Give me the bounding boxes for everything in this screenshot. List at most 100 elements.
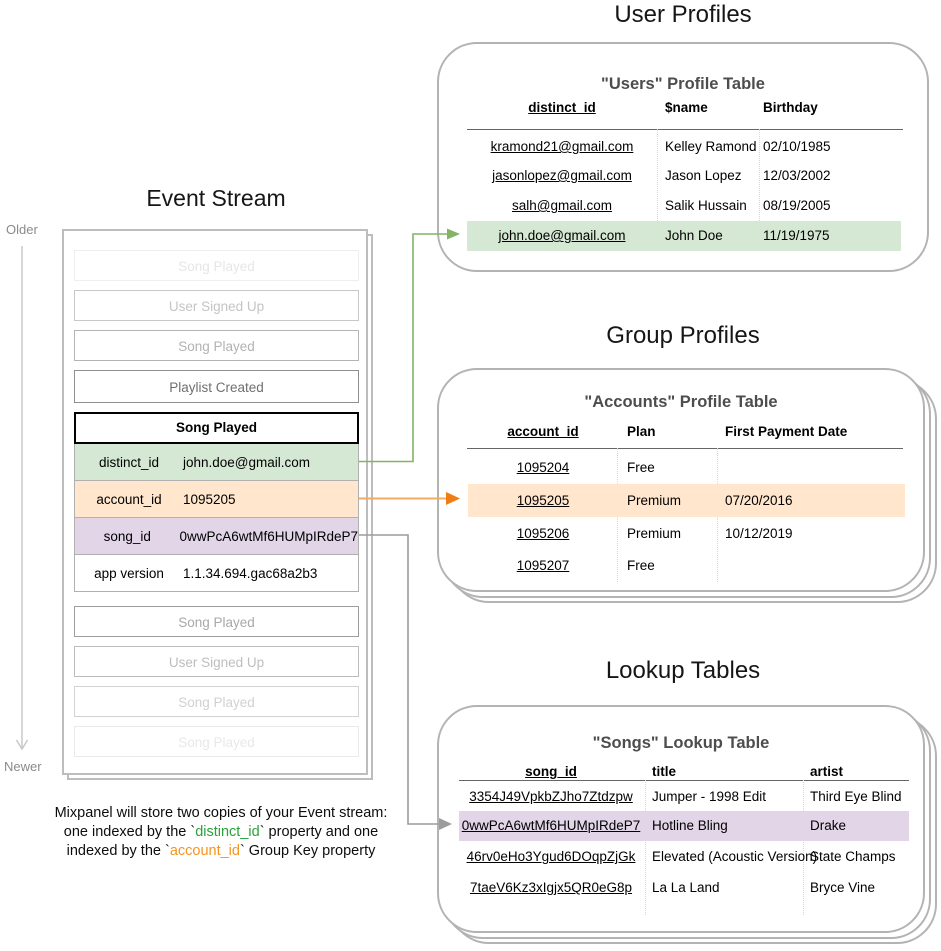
header-rule xyxy=(459,780,909,781)
cell-distinct-id: john.doe@gmail.com xyxy=(498,228,626,243)
timeline-arrowhead-icon xyxy=(15,739,29,751)
cell-song-title: Jumper - 1998 Edit xyxy=(652,789,767,804)
cell-account-id: 1095206 xyxy=(516,526,570,541)
cell-plan: Premium xyxy=(627,493,682,508)
property-key: app version xyxy=(94,565,164,581)
highlighted-row-background xyxy=(468,484,905,517)
cell-birthday: 11/19/1975 xyxy=(763,228,830,243)
table-row: kramond21@gmail.com Kelley Ramond 02/10/… xyxy=(439,132,927,161)
table-row-highlighted: 1095205 Premium 07/20/2016 xyxy=(439,484,923,517)
cell-name: John Doe xyxy=(665,228,723,243)
highlighted-row-background xyxy=(459,811,909,841)
property-value: 1095205 xyxy=(183,491,236,507)
event-item-faded: Song Played xyxy=(74,726,359,757)
event-item-faded: Song Played xyxy=(74,250,359,281)
cell-artist: Bryce Vine xyxy=(810,880,876,895)
event-stream-container: Song Played User Signed Up Song Played P… xyxy=(62,229,368,775)
caption-text: one indexed by the ` xyxy=(63,824,196,840)
caption-text: ` Group Key property xyxy=(239,843,376,859)
event-item-faded: Song Played xyxy=(74,330,359,361)
property-key: account_id xyxy=(96,491,162,507)
column-separator xyxy=(803,780,804,915)
group-profiles-card: "Accounts" Profile Table account_id Plan… xyxy=(437,368,925,592)
caption-account-id: account_id xyxy=(169,843,240,859)
column-header-account-id: account_id xyxy=(507,424,579,439)
column-header-name: $name xyxy=(665,100,708,115)
table-row: 3354J49VpkbZJho7Ztdzpw Jumper - 1998 Edi… xyxy=(439,782,923,811)
caption-text: indexed by the ` xyxy=(66,843,170,859)
table-row-highlighted: john.doe@gmail.com John Doe 11/19/1975 xyxy=(439,221,927,251)
cell-song-id: 7taeV6Kz3xIgjx5QR0eG8p xyxy=(469,880,633,895)
cell-account-id: 1095204 xyxy=(516,460,570,475)
table-row: 1095204 Free xyxy=(439,452,923,484)
event-property-row-app-version: app version 1.1.34.694.gac68a2b3 xyxy=(74,555,359,592)
cell-song-id: 3354J49VpkbZJho7Ztdzpw xyxy=(469,789,633,804)
user-profiles-title: User Profiles xyxy=(614,1,752,28)
table-row: 46rv0eHo3Ygud6DOqpZjGk Elevated (Acousti… xyxy=(439,842,923,872)
event-item-faded: Song Played xyxy=(74,606,359,637)
event-item-faded: Song Played xyxy=(74,686,359,717)
column-separator xyxy=(645,780,646,915)
caption-line-1: Mixpanel will store two copies of your E… xyxy=(54,805,388,821)
songs-table-title: "Songs" Lookup Table xyxy=(592,734,770,752)
table-row: salh@gmail.com Salik Hussain 08/19/2005 xyxy=(439,190,927,221)
cell-name: Jason Lopez xyxy=(665,168,742,183)
column-header-birthday: Birthday xyxy=(763,100,818,115)
property-value: 1.1.34.694.gac68a2b3 xyxy=(183,565,318,581)
footer-caption: Mixpanel will store two copies of your E… xyxy=(25,804,417,861)
cell-name: Kelley Ramond xyxy=(665,139,757,154)
event-property-row-distinct-id: distinct_id john.doe@gmail.com xyxy=(74,444,359,481)
cell-distinct-id: jasonlopez@gmail.com xyxy=(492,168,632,183)
event-item-faded: User Signed Up xyxy=(74,290,359,321)
lookup-tables-card: "Songs" Lookup Table song_id title artis… xyxy=(437,705,925,933)
accounts-table-title: "Accounts" Profile Table xyxy=(584,393,778,411)
table-row: 7taeV6Kz3xIgjx5QR0eG8p La La Land Bryce … xyxy=(439,873,923,903)
column-header-first-payment: First Payment Date xyxy=(725,424,848,439)
property-key: distinct_id xyxy=(98,454,160,470)
cell-account-id: 1095205 xyxy=(516,493,570,508)
cell-song-title: Elevated (Acoustic Version) xyxy=(652,849,818,864)
cell-song-title: Hotline Bling xyxy=(652,818,728,833)
caption-distinct-id: distinct_id xyxy=(195,824,260,840)
column-separator xyxy=(759,129,760,251)
cell-first-payment: 07/20/2016 xyxy=(725,493,793,508)
cell-artist: Drake xyxy=(810,818,847,833)
property-key: song_id xyxy=(103,528,151,544)
event-property-row-account-id: account_id 1095205 xyxy=(74,481,359,518)
cell-artist: State Champs xyxy=(810,849,896,864)
table-row: jasonlopez@gmail.com Jason Lopez 12/03/2… xyxy=(439,161,927,190)
cell-song-id: 46rv0eHo3Ygud6DOqpZjGk xyxy=(466,849,636,864)
caption-text: ` property and one xyxy=(259,824,379,840)
cell-plan: Premium xyxy=(627,526,682,541)
expanded-event-title: Song Played xyxy=(74,412,359,444)
table-row: 1095207 Free xyxy=(439,550,923,582)
column-header-plan: Plan xyxy=(627,424,656,439)
column-header-song-title: title xyxy=(652,764,677,779)
column-separator xyxy=(657,129,658,251)
cell-first-payment: 10/12/2019 xyxy=(725,526,793,541)
caption-line-2: one indexed by the `distinct_id` propert… xyxy=(25,823,417,842)
users-table-title: "Users" Profile Table xyxy=(601,75,765,93)
column-header-artist: artist xyxy=(810,764,844,779)
column-header-song-id: song_id xyxy=(525,764,577,779)
timeline-older-label: Older xyxy=(6,222,38,237)
cell-name: Salik Hussain xyxy=(665,198,747,213)
timeline-newer-label: Newer xyxy=(4,759,42,774)
event-item: Playlist Created xyxy=(74,370,359,403)
column-header-distinct-id: distinct_id xyxy=(528,100,596,115)
property-value: john.doe@gmail.com xyxy=(183,454,311,470)
cell-distinct-id: kramond21@gmail.com xyxy=(490,139,634,154)
group-profiles-title: Group Profiles xyxy=(606,322,760,349)
header-rule xyxy=(467,448,903,449)
event-item-faded: User Signed Up xyxy=(74,646,359,677)
cell-birthday: 02/10/1985 xyxy=(763,139,831,154)
cell-distinct-id: salh@gmail.com xyxy=(512,198,612,213)
highlighted-row-background xyxy=(467,221,901,251)
cell-birthday: 08/19/2005 xyxy=(763,198,831,213)
table-row: 1095206 Premium 10/12/2019 xyxy=(439,517,923,550)
cell-birthday: 12/03/2002 xyxy=(763,168,831,183)
cell-plan: Free xyxy=(627,460,655,475)
caption-line-3: indexed by the `account_id` Group Key pr… xyxy=(25,842,417,861)
cell-artist: Third Eye Blind xyxy=(810,789,902,804)
